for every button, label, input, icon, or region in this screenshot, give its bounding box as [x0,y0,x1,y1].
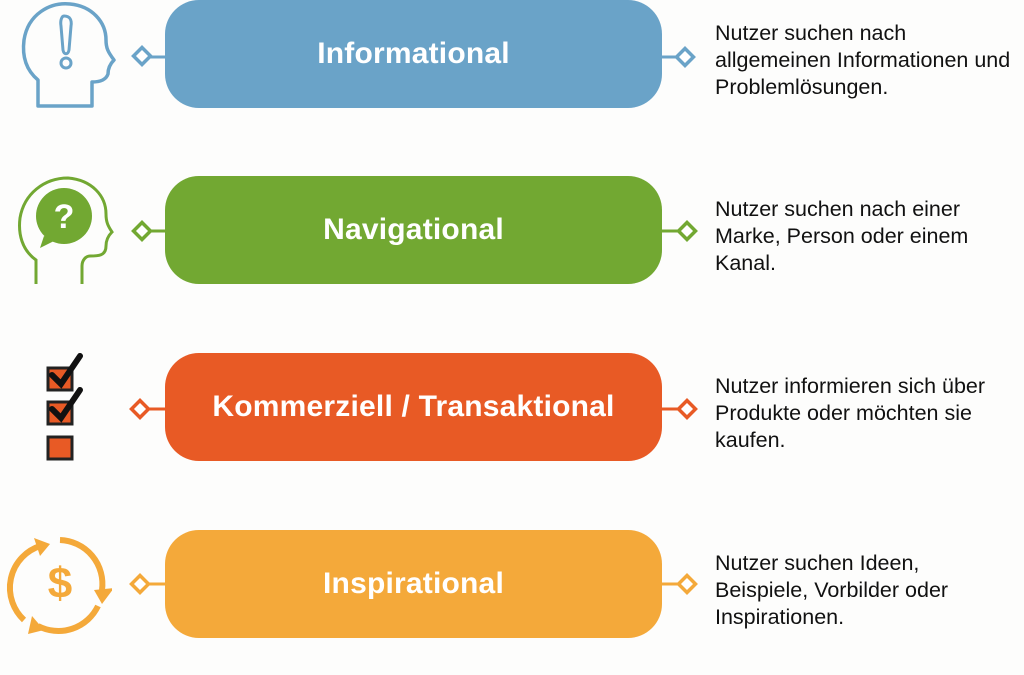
connector-left [131,45,170,67]
row-informational: Informational Nutzer suchen nach allgeme… [0,0,1024,110]
category-pill-informational: Informational [165,0,662,108]
category-pill-inspirational: Inspirational [165,530,662,638]
head-exclamation-icon [21,2,116,108]
connector-right [660,573,698,595]
connector-right [658,46,696,68]
description-navigational: Nutzer suchen nach einer Marke, Person o… [715,197,969,275]
category-pill-kommerziell: Kommerziell / Transaktional [165,353,662,461]
category-pill-navigational: Navigational [165,176,662,284]
description-inspirational: Nutzer suchen Ideen, Beispiele, Vorbilde… [715,551,949,629]
description-informational: Nutzer suchen nach allgemeinen Informati… [715,21,1011,99]
connector-right [660,220,698,242]
connector-left [131,220,170,242]
connector-left [129,398,168,420]
connector-right [660,398,698,420]
row-inspirational: $ Inspirational Nutzer suchen Ideen, Bei… [0,530,1024,640]
svg-text:?: ? [54,198,75,236]
checklist-icon [46,353,83,461]
description-kommerziell: Nutzer informieren sich über Produkte od… [715,374,986,452]
connector-left [129,573,168,595]
dollar-cycle-icon: $ [6,537,112,634]
svg-text:$: $ [48,559,72,608]
row-navigational: ? Navigational Nutzer suchen nach einer … [0,176,1024,286]
head-question-icon: ? [18,176,114,284]
row-kommerziell: Kommerziell / Transaktional Nutzer infor… [0,353,1024,463]
